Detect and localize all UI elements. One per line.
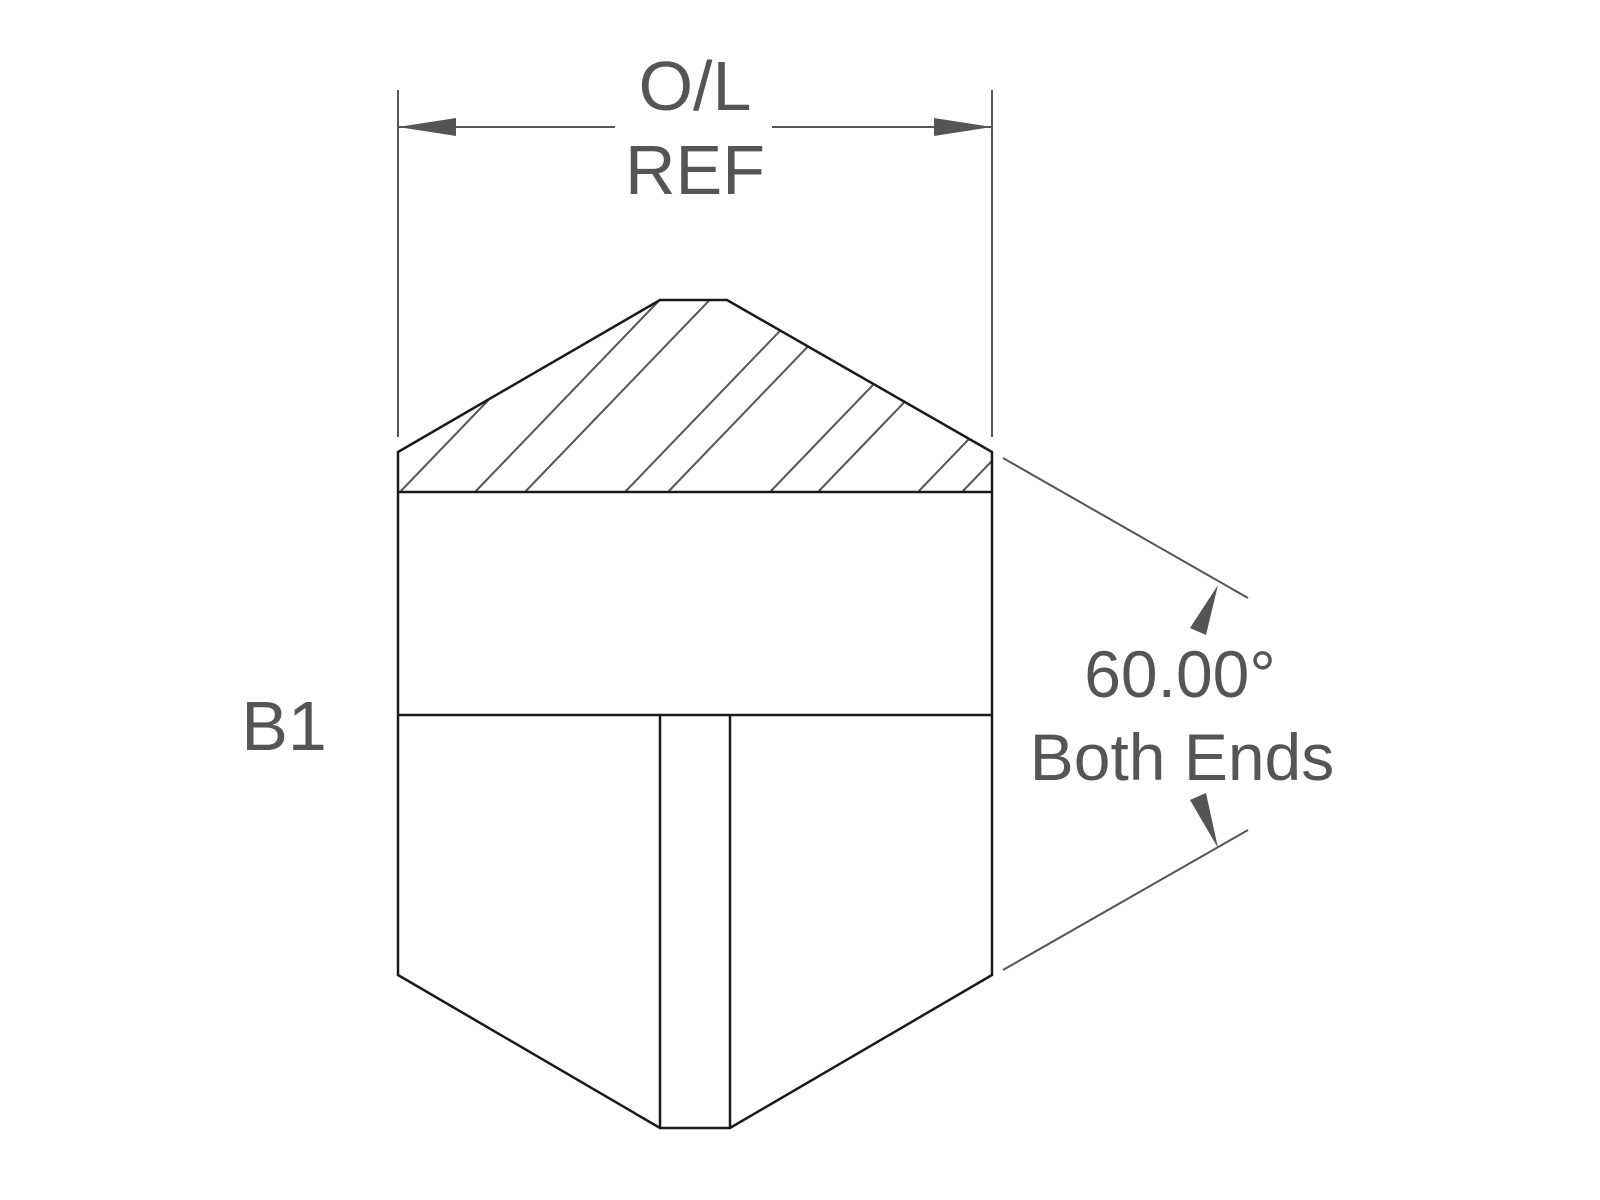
section-hatching <box>399 300 992 492</box>
angle-note: Both Ends <box>1030 720 1335 794</box>
overall-length-note: REF <box>625 131 765 209</box>
arrowhead-left-icon <box>398 118 456 136</box>
overall-length-label: O/L <box>639 47 752 125</box>
angle-value: 60.00° <box>1084 637 1276 711</box>
part-label: B1 <box>241 687 327 765</box>
arrowhead-right-icon <box>934 118 992 136</box>
angle-arrowhead-bottom-icon <box>1190 793 1218 848</box>
part-outline <box>396 298 994 1130</box>
angle-arrowhead-top-icon <box>1190 585 1218 635</box>
overall-length-dimension <box>397 90 993 437</box>
angle-dimension <box>1002 457 1249 971</box>
